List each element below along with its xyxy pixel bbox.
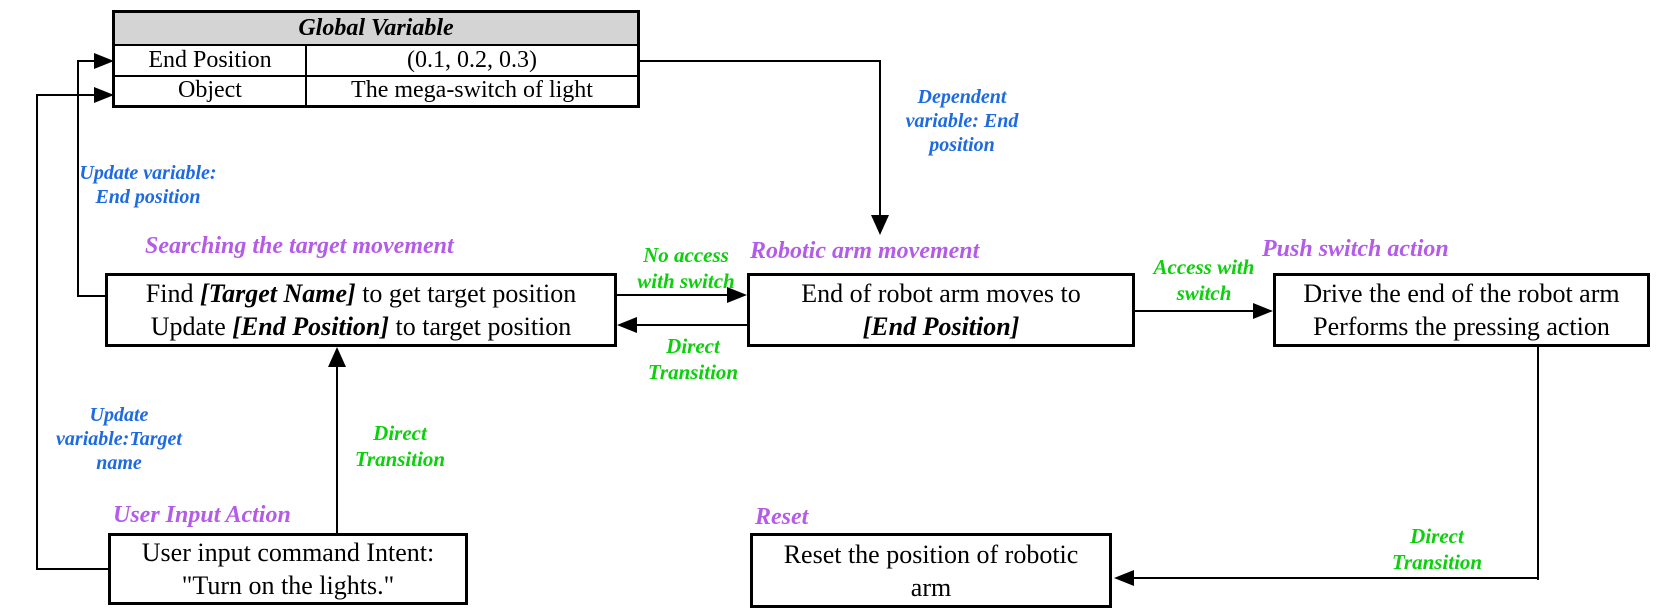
user-input-box-text: User input command Intent: "Turn on the … [142,536,434,602]
table-row-end-position: End Position (0.1, 0.2, 0.3) [115,46,637,77]
edge-robotic-arm-to-push-switch-line [1135,310,1255,312]
searching-line1-variable: [Target Name] [199,279,356,308]
table-cell-end-position-value: (0.1, 0.2, 0.3) [407,46,537,73]
push-switch-state-box: Drive the end of the robot arm Performs … [1273,273,1650,347]
push-switch-box-text: Drive the end of the robot arm Performs … [1303,277,1619,343]
reset-state-box: Reset the position of robotic arm [750,533,1112,608]
robotic-arm-box-line1: End of robot arm moves to [801,279,1081,308]
edge-user-input-to-searching-arrowhead [328,347,346,367]
robotic-arm-state-title: Robotic arm movement [750,238,980,264]
edge-robotic-arm-to-searching-arrowhead [617,317,637,333]
searching-box-line1: Find [Target Name] to get target positio… [146,277,576,310]
edge-push-switch-to-reset-line [1130,577,1539,579]
push-switch-box-line1: Drive the end of the robot arm [1303,279,1620,308]
push-switch-box-line2: Performs the pressing action [1313,312,1610,341]
edge-user-input-to-object-row-line [36,94,38,570]
edge-robotic-arm-to-push-switch-arrowhead [1253,303,1273,319]
edge-push-switch-to-reset-line [1537,347,1539,580]
edge-user-input-to-searching-line [336,365,338,533]
searching-state-title: Searching the target movement [145,233,454,259]
edge-robotic-arm-to-searching-line [635,324,747,326]
edge-searching-to-end-position-row-arrowhead [94,53,114,69]
robotic-arm-box-line2: [End Position] [862,312,1020,341]
direct-transition-user-to-searching-label: Direct Transition [354,421,446,471]
edge-end-position-to-robotic-arm-arrowhead [871,215,889,235]
searching-box-line2: Update [End Position] to target position [146,310,576,343]
user-input-box-line2: "Turn on the lights." [181,571,395,600]
searching-box-text: Find [Target Name] to get target positio… [146,277,576,343]
searching-line2-pre: Update [150,312,233,341]
direct-transition-robotic-to-searching-label: Direct Transition [647,334,739,384]
edge-searching-to-robotic-arm-line [617,294,731,296]
searching-state-box: Find [Target Name] to get target positio… [105,273,617,347]
global-variable-table: Global Variable End Position (0.1, 0.2, … [112,10,640,108]
table-cell-object-value: The mega-switch of light [351,77,593,104]
no-access-with-switch-label: No access with switch [637,243,735,293]
edge-user-input-to-object-row-line [37,568,110,570]
reset-box-text: Reset the position of robotic arm [784,538,1079,604]
edge-searching-to-robotic-arm-arrowhead [727,287,747,303]
edge-end-position-to-robotic-arm-line [879,60,881,215]
dependent-end-position-label: Dependent variable: End position [905,86,1019,156]
searching-line1-post: to get target position [355,279,577,308]
searching-line2-variable: [End Position] [232,312,390,341]
table-cell-end-position-name: End Position [115,46,307,75]
update-target-name-label: Update variable:Target name [56,404,182,474]
edge-push-switch-to-reset-arrowhead [1114,570,1134,586]
table-row-object: Object The mega-switch of light [115,76,637,105]
edge-searching-to-end-position-row-line [77,60,79,297]
global-variable-table-title: Global Variable [115,13,637,46]
edge-user-input-to-object-row-line [37,94,96,96]
reset-box-line2: arm [910,572,952,602]
searching-line1-pre: Find [145,279,200,308]
reset-box-line1: Reset the position of robotic [783,539,1079,569]
edge-searching-to-end-position-row-line [78,295,107,297]
robotic-arm-box-text: End of robot arm moves to [End Position] [801,277,1080,343]
push-switch-state-title: Push switch action [1262,236,1449,262]
update-end-position-label: Update variable: End position [79,162,217,208]
direct-transition-push-to-reset-label: Direct Transition [1391,524,1483,574]
table-cell-object-name: Object [115,76,307,105]
user-input-box-line1: User input command Intent: [141,538,435,567]
edge-user-input-to-object-row-arrowhead [94,87,114,103]
user-input-state-box: User input command Intent: "Turn on the … [108,533,468,605]
access-with-switch-label: Access with switch [1153,255,1255,305]
edge-end-position-to-robotic-arm-line [640,60,881,62]
reset-state-title: Reset [755,504,809,530]
robotic-arm-state-box: End of robot arm moves to [End Position] [747,273,1135,347]
searching-line2-post: to target position [389,312,572,341]
user-input-state-title: User Input Action [113,502,291,528]
edge-searching-to-end-position-row-line [78,60,96,62]
